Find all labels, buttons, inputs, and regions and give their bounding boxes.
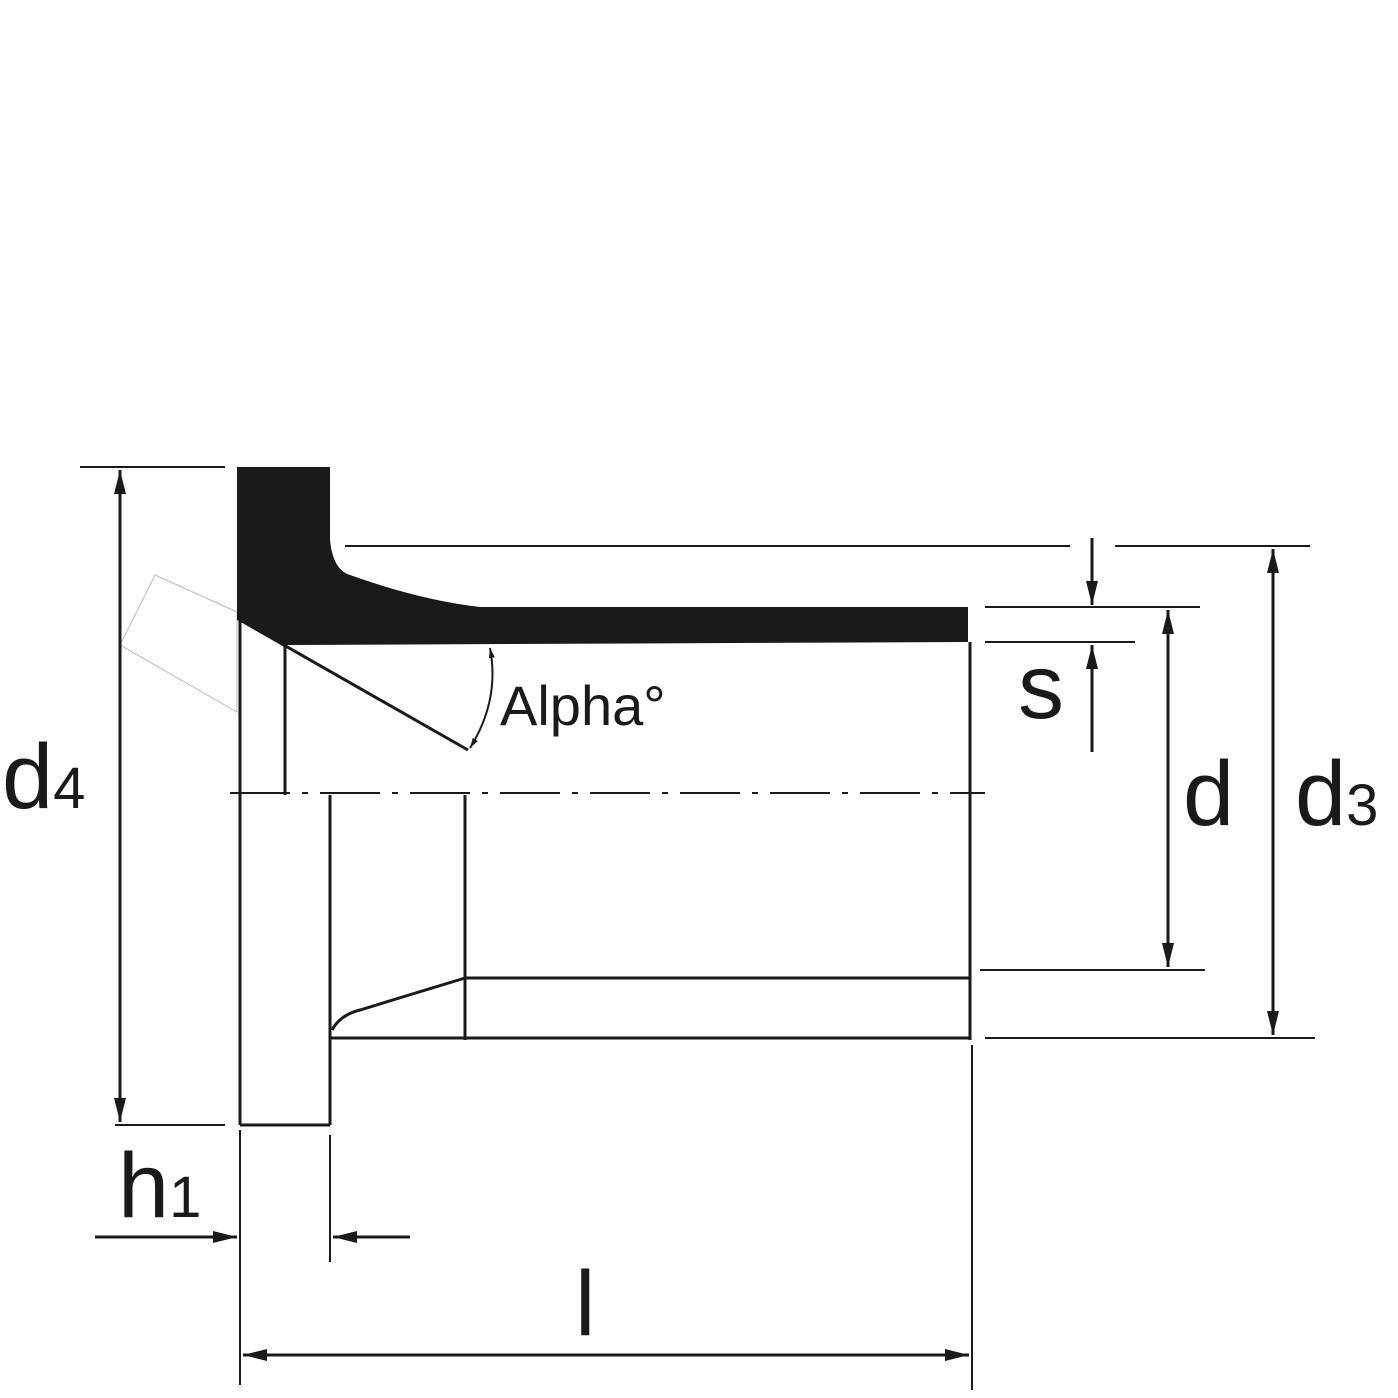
dimension-d3 (345, 545, 1315, 1039)
label-s: s (1018, 636, 1064, 738)
alpha-angle-arc (469, 647, 495, 749)
dimension-d (980, 606, 1205, 971)
label-l: l (575, 1253, 595, 1355)
dimension-d4 (80, 466, 225, 1126)
dimension-h1 (95, 1130, 410, 1385)
label-d3-main: d (1295, 743, 1346, 845)
label-d4: d4 (2, 726, 85, 828)
dimension-s (985, 538, 1135, 752)
label-h1-sub: 1 (169, 1165, 201, 1230)
ghost-outline (119, 574, 238, 713)
label-d4-sub: 4 (53, 756, 85, 821)
label-h1-main: h (118, 1135, 169, 1237)
body-outline (230, 618, 985, 1127)
label-h1: h1 (118, 1135, 201, 1237)
label-alpha: Alpha° (500, 674, 666, 737)
flange-section (237, 467, 968, 645)
label-d3: d3 (1295, 743, 1378, 845)
label-d4-main: d (2, 726, 53, 828)
dimension-l (243, 1045, 973, 1390)
label-d3-sub: 3 (1346, 773, 1378, 838)
label-d: d (1183, 743, 1234, 845)
